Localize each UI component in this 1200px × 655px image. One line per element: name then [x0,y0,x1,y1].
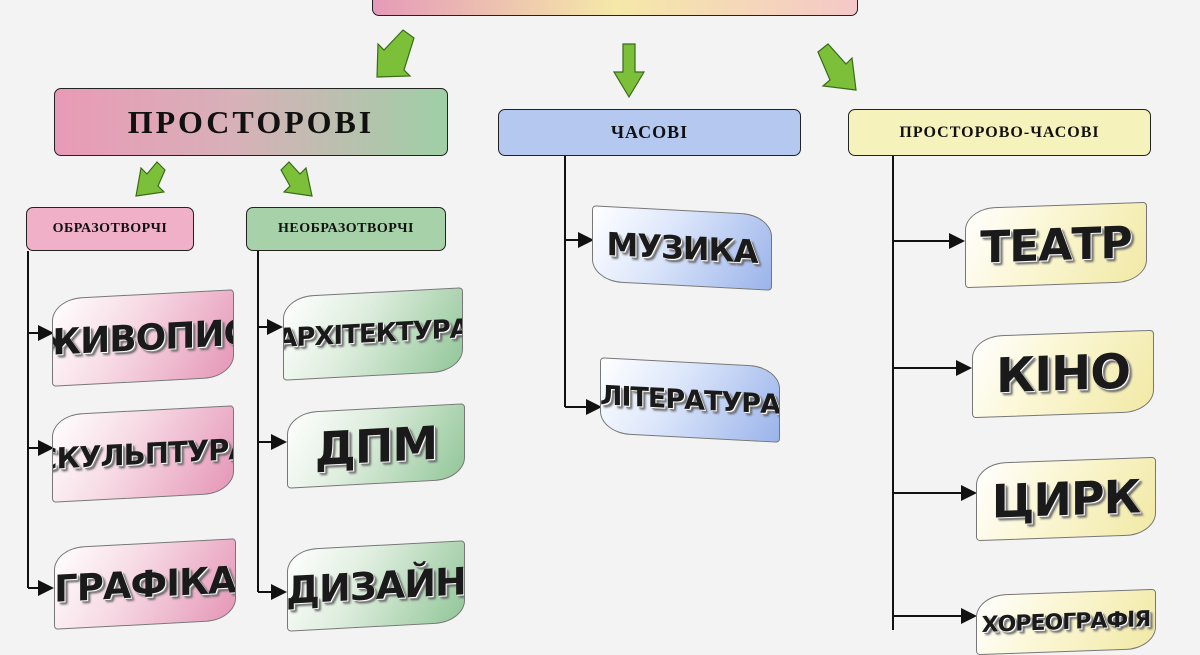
subcategory-neobrazotvorchi-label: НЕОБРАЗОТВОРЧІ [277,221,414,236]
green-arrow-icon [280,161,313,197]
art-banner-khoreohrafiia: ХОРЕОГРАФІЯ [976,588,1156,655]
art-label-tsyrk: ЦИРК [991,469,1141,529]
green-arrow-icon [135,161,166,197]
category-chasovi: ЧАСОВІ [498,109,801,156]
art-banner-zhyvopys: ЖИВОПИС [52,289,234,387]
category-prostorovi: ПРОСТОРОВІ [54,88,448,156]
art-label-kino: КІНО [995,343,1131,405]
art-banner-kino: КІНО [972,329,1154,419]
top-category-box [372,0,858,16]
art-label-skulptura: СКУЛЬПТУРА [52,431,234,477]
art-banner-literatura: ЛІТЕРАТУРА [600,357,780,443]
art-banner-arkhitektura: АРХІТЕКТУРА [283,287,463,381]
subcategory-obrazotvorchi-label: ОБРАЗОТВОРЧІ [52,221,168,236]
art-banner-dyzain: ДИЗАЙН [287,540,465,632]
category-chasovi-label: ЧАСОВІ [610,122,689,142]
green-arrow-icon [817,43,857,91]
art-label-dyzain: ДИЗАЙН [287,559,465,613]
art-banner-dpm: ДПМ [287,403,465,489]
art-label-khoreohrafiia: ХОРЕОГРАФІЯ [981,606,1151,638]
art-label-hrafika: ГРАФІКА [54,557,236,611]
subcategory-neobrazotvorchi: НЕОБРАЗОТВОРЧІ [246,207,446,251]
art-label-literatura: ЛІТЕРАТУРА [600,379,780,421]
category-prostorovi-label: ПРОСТОРОВІ [127,103,375,140]
art-banner-teatr: ТЕАТР [965,201,1147,289]
art-label-teatr: ТЕАТР [980,216,1132,274]
connector-lines [27,29,977,630]
category-prostorovo-chasovi-label: ПРОСТОРОВО-ЧАСОВІ [899,123,1100,141]
green-arrow-icon [612,43,646,99]
art-label-arkhitektura: АРХІТЕКТУРА [283,313,463,355]
art-label-muzyka: МУЗИКА [606,225,758,271]
art-label-dpm: ДПМ [314,415,438,477]
subcategory-obrazotvorchi: ОБРАЗОТВОРЧІ [26,207,194,251]
art-banner-hrafika: ГРАФІКА [54,538,236,630]
green-arrow-icon [376,29,415,78]
art-banner-muzyka: МУЗИКА [592,205,772,291]
art-banner-skulptura: СКУЛЬПТУРА [52,405,234,503]
art-label-zhyvopys: ЖИВОПИС [52,311,234,365]
category-prostorovo-chasovi: ПРОСТОРОВО-ЧАСОВІ [848,109,1151,156]
art-banner-tsyrk: ЦИРК [976,456,1156,542]
